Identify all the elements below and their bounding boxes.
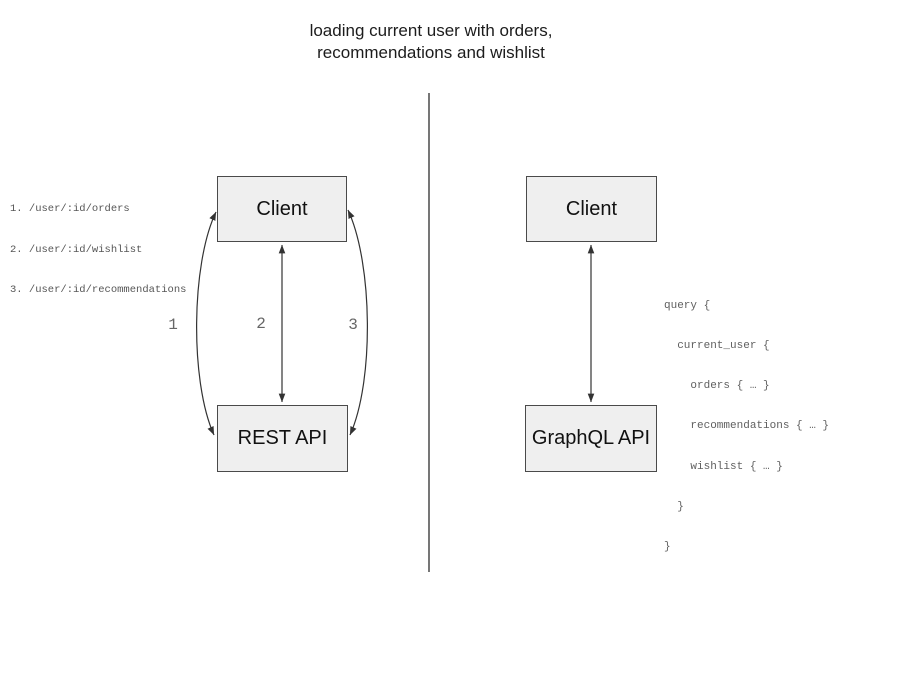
graphql-query-note: query { current_user { orders { … } reco… [664, 273, 829, 581]
graphql-client-label: Client [565, 197, 618, 220]
rest-api-label: REST API [237, 427, 328, 449]
graphql-api-label: GraphQL API [531, 427, 651, 449]
rest-arrow-1-curve [196, 211, 217, 436]
rest-endpoint-orders: 1. /user/:id/orders [10, 203, 130, 215]
title-line-2: recommendations and wishlist [317, 42, 545, 62]
query-line: recommendations { … } [664, 420, 830, 433]
arrow-label-3: 3 [348, 316, 358, 334]
query-line: current_user { [664, 340, 770, 353]
title-line-1: loading current user with orders, [309, 21, 553, 40]
rest-client-box: Client [217, 176, 347, 242]
diagram-title: loading current user with orders, recomm… [131, 20, 731, 63]
query-line: } [664, 500, 684, 513]
graphql-client-box: Client [526, 176, 657, 242]
query-line: wishlist { … } [664, 460, 783, 473]
arrow-label-2: 2 [256, 315, 266, 333]
rest-endpoints-note: 1. /user/:id/orders 2. /user/:id/wishlis… [10, 176, 186, 325]
query-line: orders { … } [664, 380, 770, 393]
rest-api-box: REST API [217, 405, 348, 472]
query-line: } [664, 541, 671, 554]
rest-endpoint-recommendations: 3. /user/:id/recommendations [10, 284, 187, 296]
query-line: query { [664, 299, 711, 312]
rest-endpoint-wishlist: 2. /user/:id/wishlist [10, 243, 143, 256]
arrow-label-1: 1 [168, 316, 178, 334]
rest-arrow-3-curve [347, 209, 368, 436]
graphql-api-box: GraphQL API [525, 405, 657, 472]
rest-client-label: Client [256, 197, 308, 220]
